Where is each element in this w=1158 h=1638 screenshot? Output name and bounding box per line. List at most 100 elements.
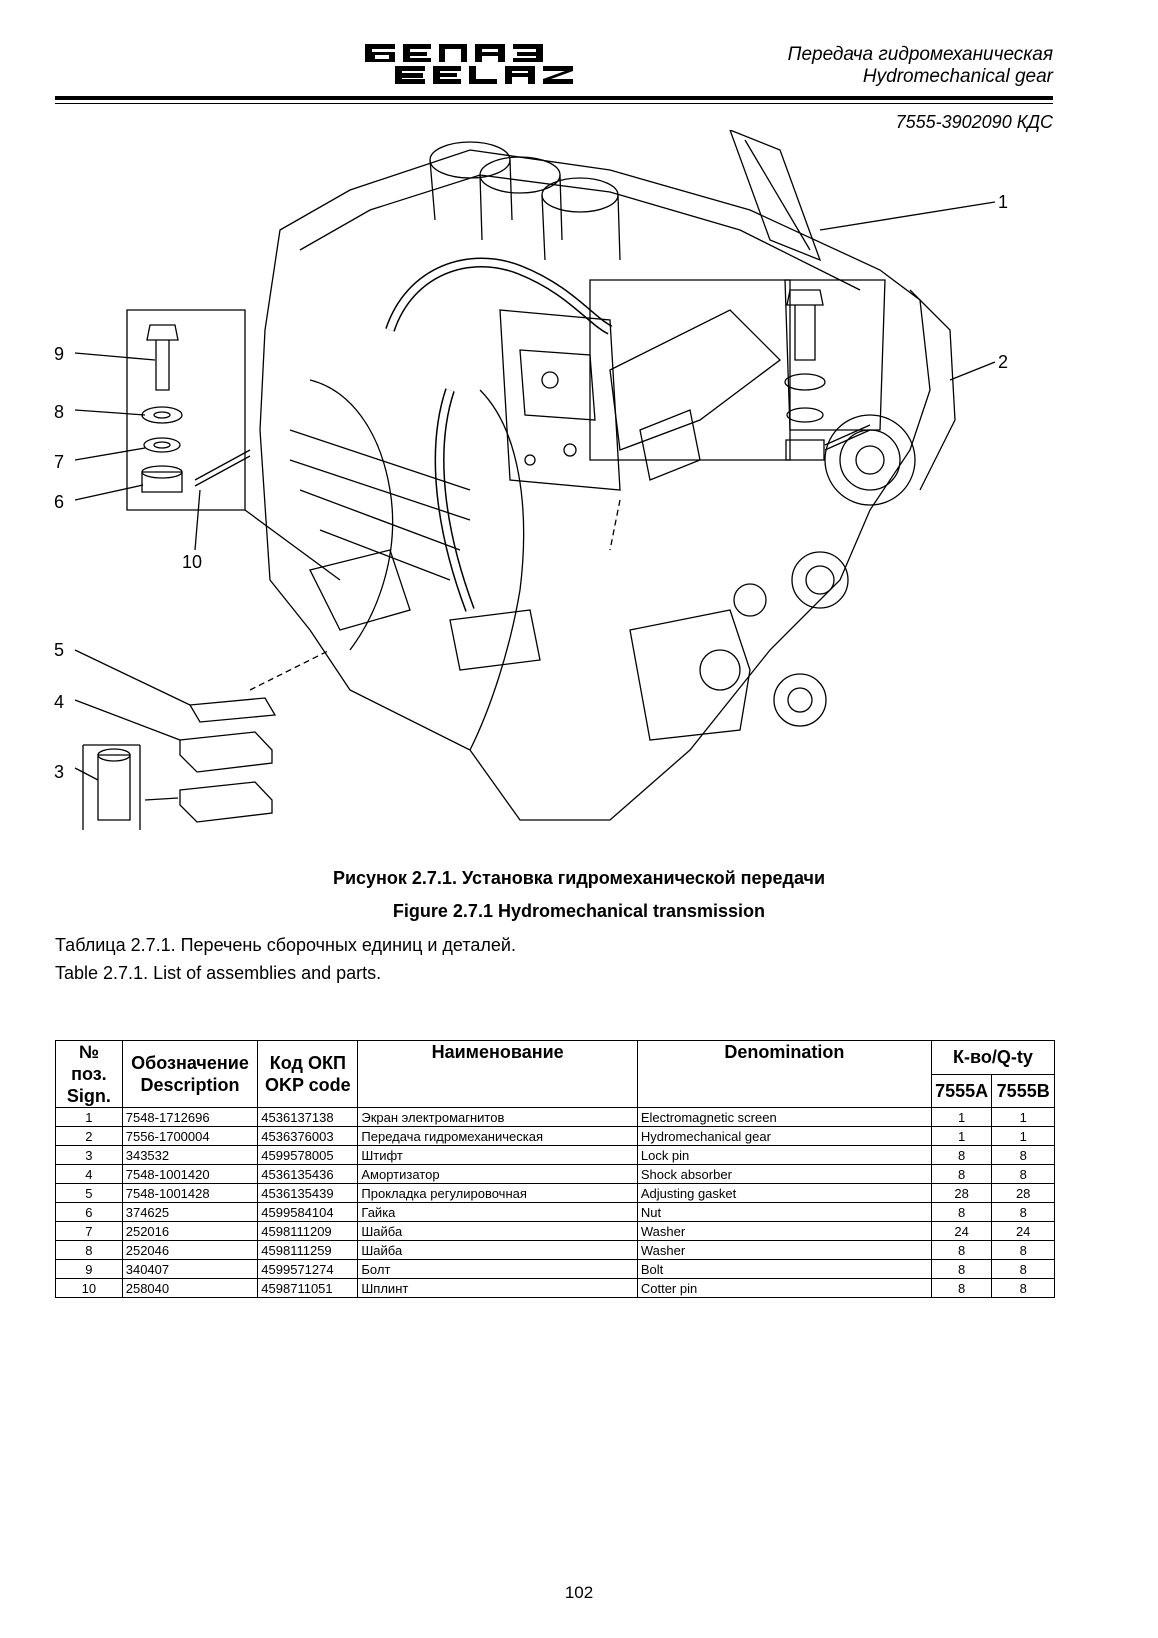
cell-name_en: Cotter pin: [636, 1278, 932, 1298]
cell-qa: 1: [930, 1107, 993, 1127]
cell-name_ru: Болт: [357, 1259, 638, 1279]
cell-qa: 8: [930, 1164, 993, 1184]
cell-desig: 7548-1712696: [121, 1107, 259, 1127]
cell-name_ru: Передача гидромеханическая: [357, 1126, 638, 1146]
cell-name_ru: Шплинт: [357, 1278, 638, 1298]
header-rule: [55, 96, 1053, 100]
cell-name_ru: Прокладка регулировочная: [357, 1183, 638, 1203]
col-name-ru: Наименование: [357, 1040, 638, 1108]
cell-name_ru: Амортизатор: [357, 1164, 638, 1184]
callout-8: 8: [54, 402, 64, 422]
col-denomination: Denomination: [636, 1040, 932, 1108]
cell-name_en: Adjusting gasket: [636, 1183, 932, 1203]
cell-name_en: Lock pin: [636, 1145, 932, 1165]
page-number: 102: [564, 1583, 594, 1602]
cell-qb: 8: [991, 1164, 1055, 1184]
col-pos: № поз.Sign.: [55, 1040, 123, 1108]
table-caption-en: Table 2.7.1. List of assemblies and part…: [55, 963, 382, 983]
table-caption-ru: Таблица 2.7.1. Перечень сборочных единиц…: [55, 935, 516, 955]
cell-okp: 4599578005: [257, 1145, 359, 1165]
col-qty-a: 7555A: [930, 1073, 993, 1108]
figure-caption-en: Figure 2.7.1 Hydromechanical transmissio…: [392, 901, 766, 921]
callout-10: 10: [182, 552, 202, 572]
cell-desig: 252016: [121, 1221, 259, 1241]
cell-name_ru: Гайка: [357, 1202, 638, 1222]
cell-pos: 9: [55, 1259, 123, 1279]
cell-okp: 4598711051: [257, 1278, 359, 1298]
cell-pos: 5: [55, 1183, 123, 1203]
cell-name_en: Hydromechanical gear: [636, 1126, 932, 1146]
cell-desig: 7556-1700004: [121, 1126, 259, 1146]
cell-okp: 4536135439: [257, 1183, 359, 1203]
cell-name_en: Shock absorber: [636, 1164, 932, 1184]
cell-okp: 4598111259: [257, 1240, 359, 1260]
cell-name_en: Bolt: [636, 1259, 932, 1279]
cell-okp: 4599571274: [257, 1259, 359, 1279]
cell-qa: 8: [930, 1240, 993, 1260]
figure-caption-ru: Рисунок 2.7.1. Установка гидромеханическ…: [332, 868, 826, 888]
transmission-drawing: 1 2 3 4 5 6 7 8 9 10: [54, 130, 1008, 830]
callout-6: 6: [54, 492, 64, 512]
cell-name_ru: Шайба: [357, 1221, 638, 1241]
cell-qb: 1: [991, 1126, 1055, 1146]
cell-desig: 7548-1001428: [121, 1183, 259, 1203]
cell-qa: 28: [930, 1183, 993, 1203]
callout-5: 5: [54, 640, 64, 660]
cell-okp: 4598111209: [257, 1221, 359, 1241]
document-number: 7555-3902090 КДС: [895, 112, 1053, 132]
cell-qb: 8: [991, 1240, 1055, 1260]
cell-name_ru: Экран электромагнитов: [357, 1107, 638, 1127]
header-rule-thin: [55, 103, 1053, 104]
cell-qb: 8: [991, 1202, 1055, 1222]
cell-name_en: Electromagnetic screen: [636, 1107, 932, 1127]
cell-name_en: Washer: [636, 1221, 932, 1241]
cell-qb: 8: [991, 1145, 1055, 1165]
cell-qa: 1: [930, 1126, 993, 1146]
cell-pos: 10: [55, 1278, 123, 1298]
cell-pos: 7: [55, 1221, 123, 1241]
cell-pos: 4: [55, 1164, 123, 1184]
cell-qa: 24: [930, 1221, 993, 1241]
cell-name_ru: Шайба: [357, 1240, 638, 1260]
cell-desig: 252046: [121, 1240, 259, 1260]
cell-qa: 8: [930, 1145, 993, 1165]
cell-qb: 1: [991, 1107, 1055, 1127]
cell-qb: 8: [991, 1259, 1055, 1279]
cell-pos: 3: [55, 1145, 123, 1165]
callout-2: 2: [998, 352, 1008, 372]
col-qty-b: 7555B: [991, 1073, 1055, 1108]
cell-qb: 8: [991, 1278, 1055, 1298]
cell-name_en: Washer: [636, 1240, 932, 1260]
cell-okp: 4536376003: [257, 1126, 359, 1146]
cell-name_ru: Штифт: [357, 1145, 638, 1165]
cell-desig: 343532: [121, 1145, 259, 1165]
header-title-en: Hydromechanical gear: [862, 66, 1053, 87]
col-qty: К-во/Q-ty: [930, 1040, 1056, 1075]
cell-desig: 258040: [121, 1278, 259, 1298]
callout-9: 9: [54, 344, 64, 364]
cell-qa: 8: [930, 1202, 993, 1222]
callout-4: 4: [54, 692, 64, 712]
cell-name_en: Nut: [636, 1202, 932, 1222]
cell-pos: 1: [55, 1107, 123, 1127]
cell-qb: 28: [991, 1183, 1055, 1203]
cell-desig: 374625: [121, 1202, 259, 1222]
cell-pos: 2: [55, 1126, 123, 1146]
cell-pos: 6: [55, 1202, 123, 1222]
cell-desig: 340407: [121, 1259, 259, 1279]
table-header-row: 7555A 7555B: [56, 1073, 1055, 1108]
